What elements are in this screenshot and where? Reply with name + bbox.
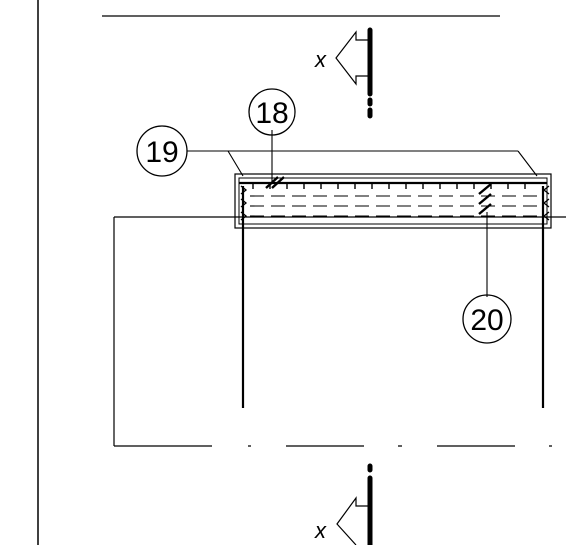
callout-20: 20 <box>462 294 512 344</box>
callout-19-circle <box>136 125 188 177</box>
section-arrow-bottom-icon <box>336 496 370 545</box>
callout-19: 19 <box>136 125 188 177</box>
left-end-markers <box>240 185 248 221</box>
beam-section <box>234 173 552 229</box>
callout-20-circle <box>462 294 512 344</box>
section-label-top: x <box>314 47 327 72</box>
foundation-outline <box>113 216 566 447</box>
callout-18-label: 18 <box>255 97 288 130</box>
section-label-bottom: x <box>314 518 327 543</box>
callout-18-circle <box>248 88 296 136</box>
section-marker-bottom: x <box>314 463 373 545</box>
callout-18: 18 <box>248 88 296 136</box>
section-arrow-top-icon <box>335 30 370 86</box>
section-marker-top: x <box>314 27 373 127</box>
right-end-markers <box>542 185 550 221</box>
top-bar-ticks <box>252 183 526 189</box>
beam-outer-outline <box>234 173 552 229</box>
callout-20-label: 20 <box>470 304 503 337</box>
leader-line-19 <box>187 150 538 177</box>
item-18-hatch <box>265 176 285 189</box>
callout-19-label: 19 <box>145 136 178 169</box>
item-20-hatch <box>478 183 492 215</box>
